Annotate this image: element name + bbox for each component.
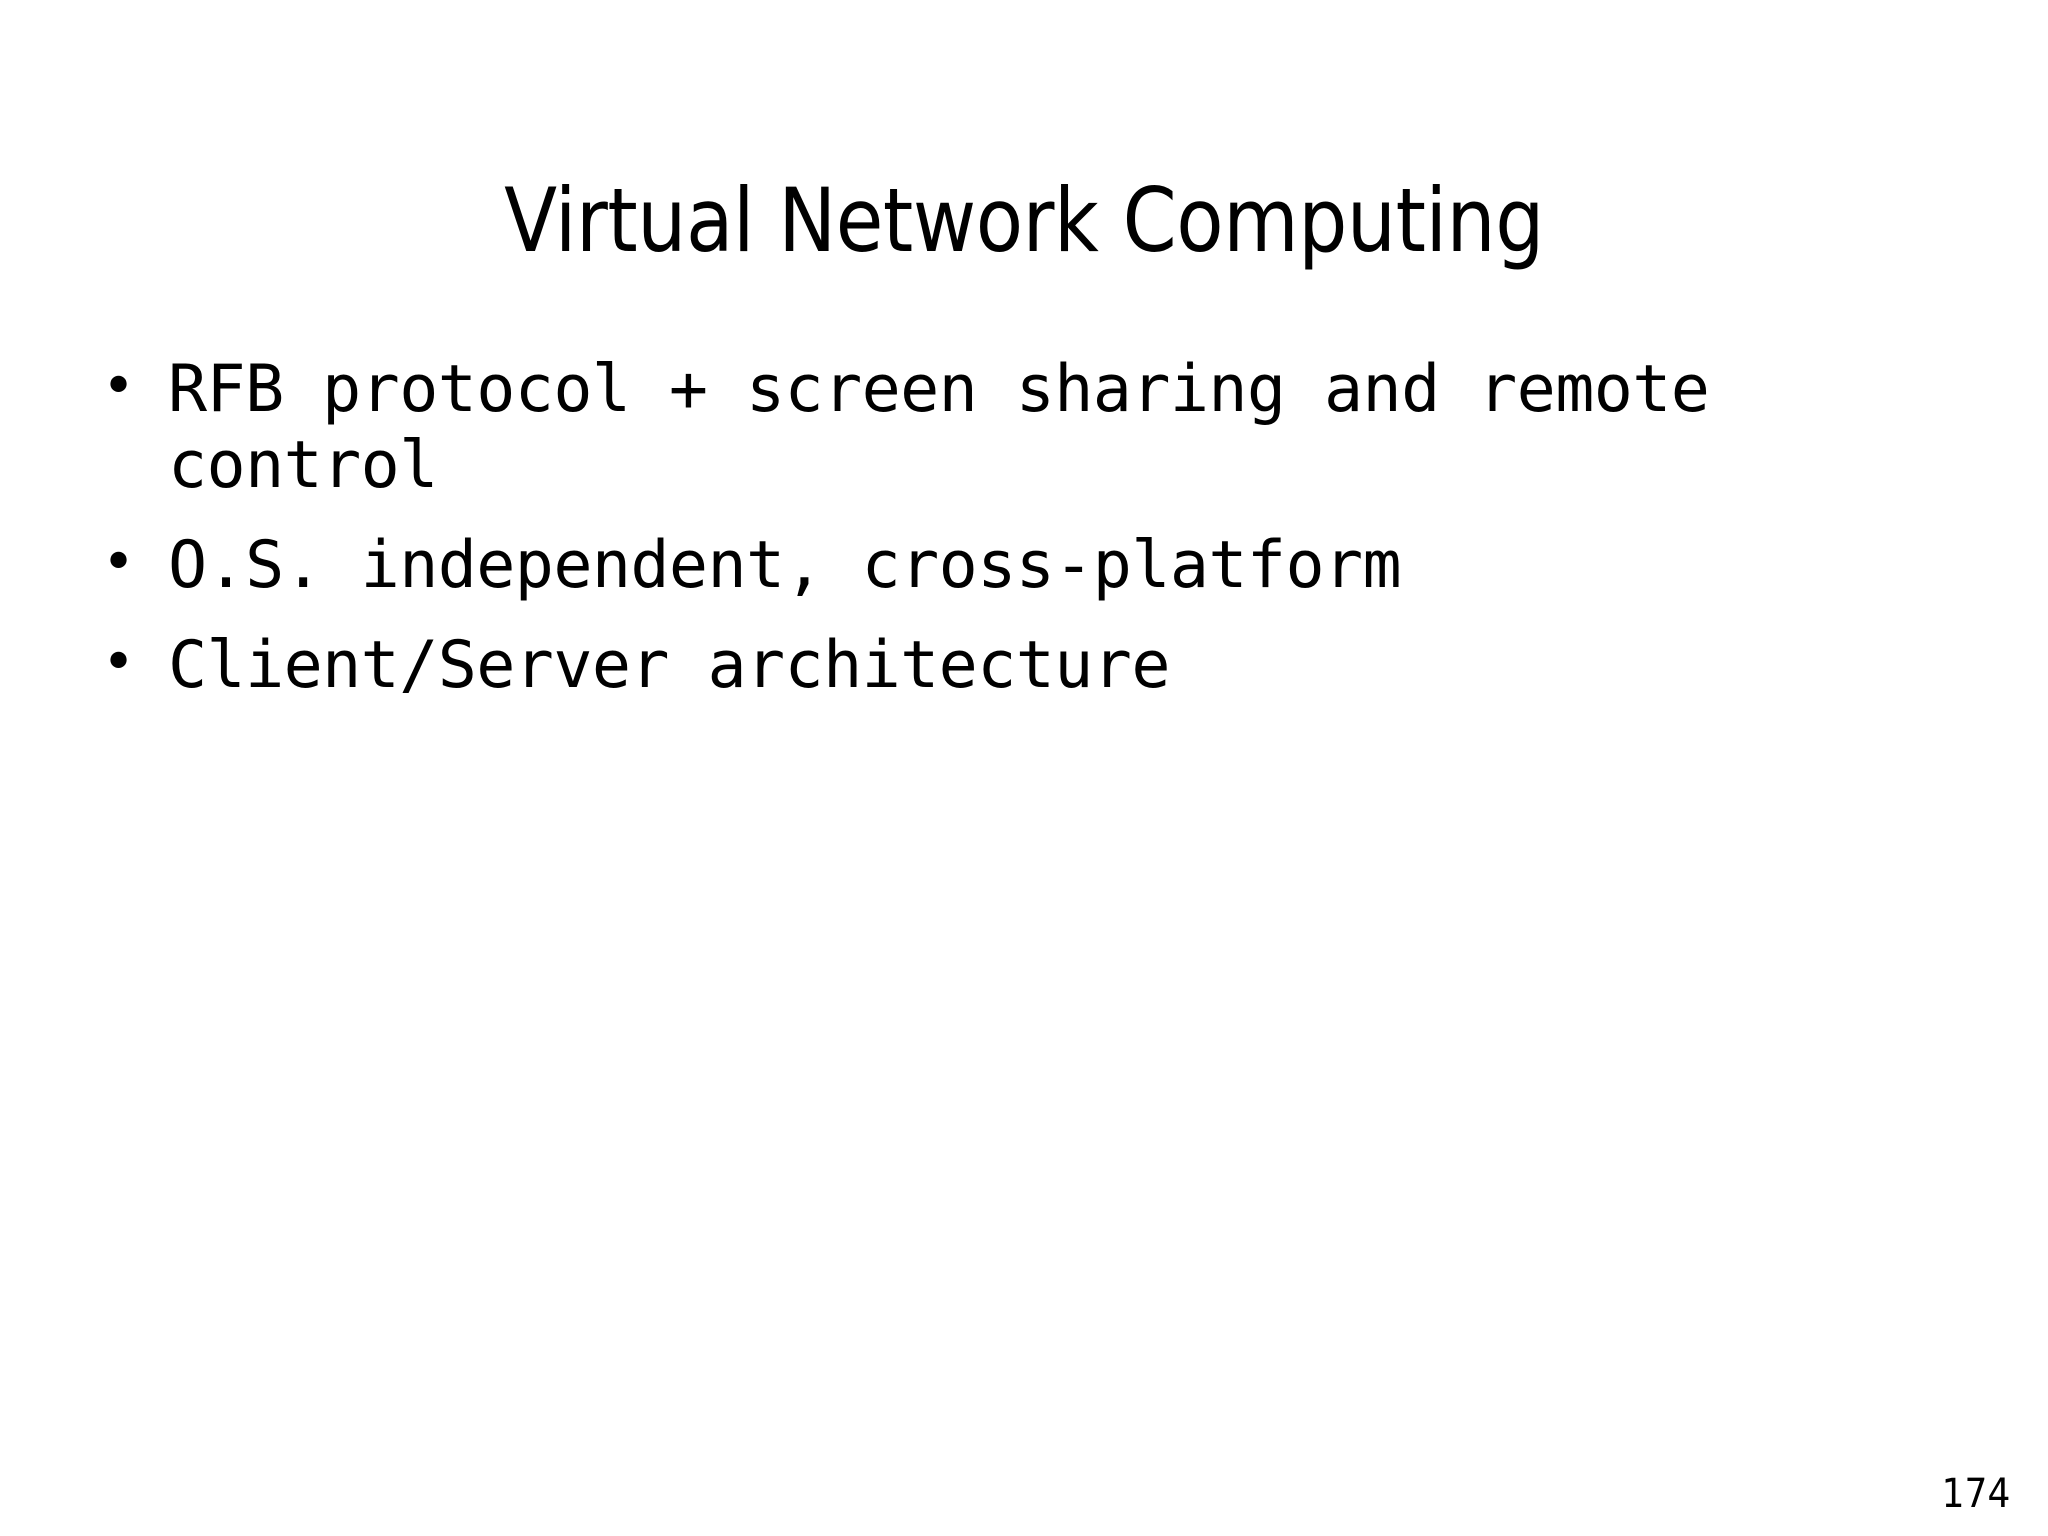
list-item: • Client/Server architecture <box>96 628 1976 704</box>
list-item-label: RFB protocol + screen sharing and remote… <box>168 352 1710 504</box>
page-title: Virtual Network Computing <box>504 168 1544 272</box>
page-number: 174 <box>1941 1471 2010 1517</box>
bullet-point-icon: • <box>102 630 135 696</box>
list-item: • O.S. independent, cross-platform <box>96 528 1976 604</box>
list-item: • RFB protocol + screen sharing and remo… <box>96 352 1976 504</box>
bullet-list: • RFB protocol + screen sharing and remo… <box>96 352 1976 704</box>
bullet-point-icon: • <box>102 530 135 596</box>
list-item-label: Client/Server architecture <box>168 628 1170 704</box>
bullet-point-icon: • <box>102 354 135 419</box>
list-item-label: O.S. independent, cross-platform <box>168 528 1402 604</box>
